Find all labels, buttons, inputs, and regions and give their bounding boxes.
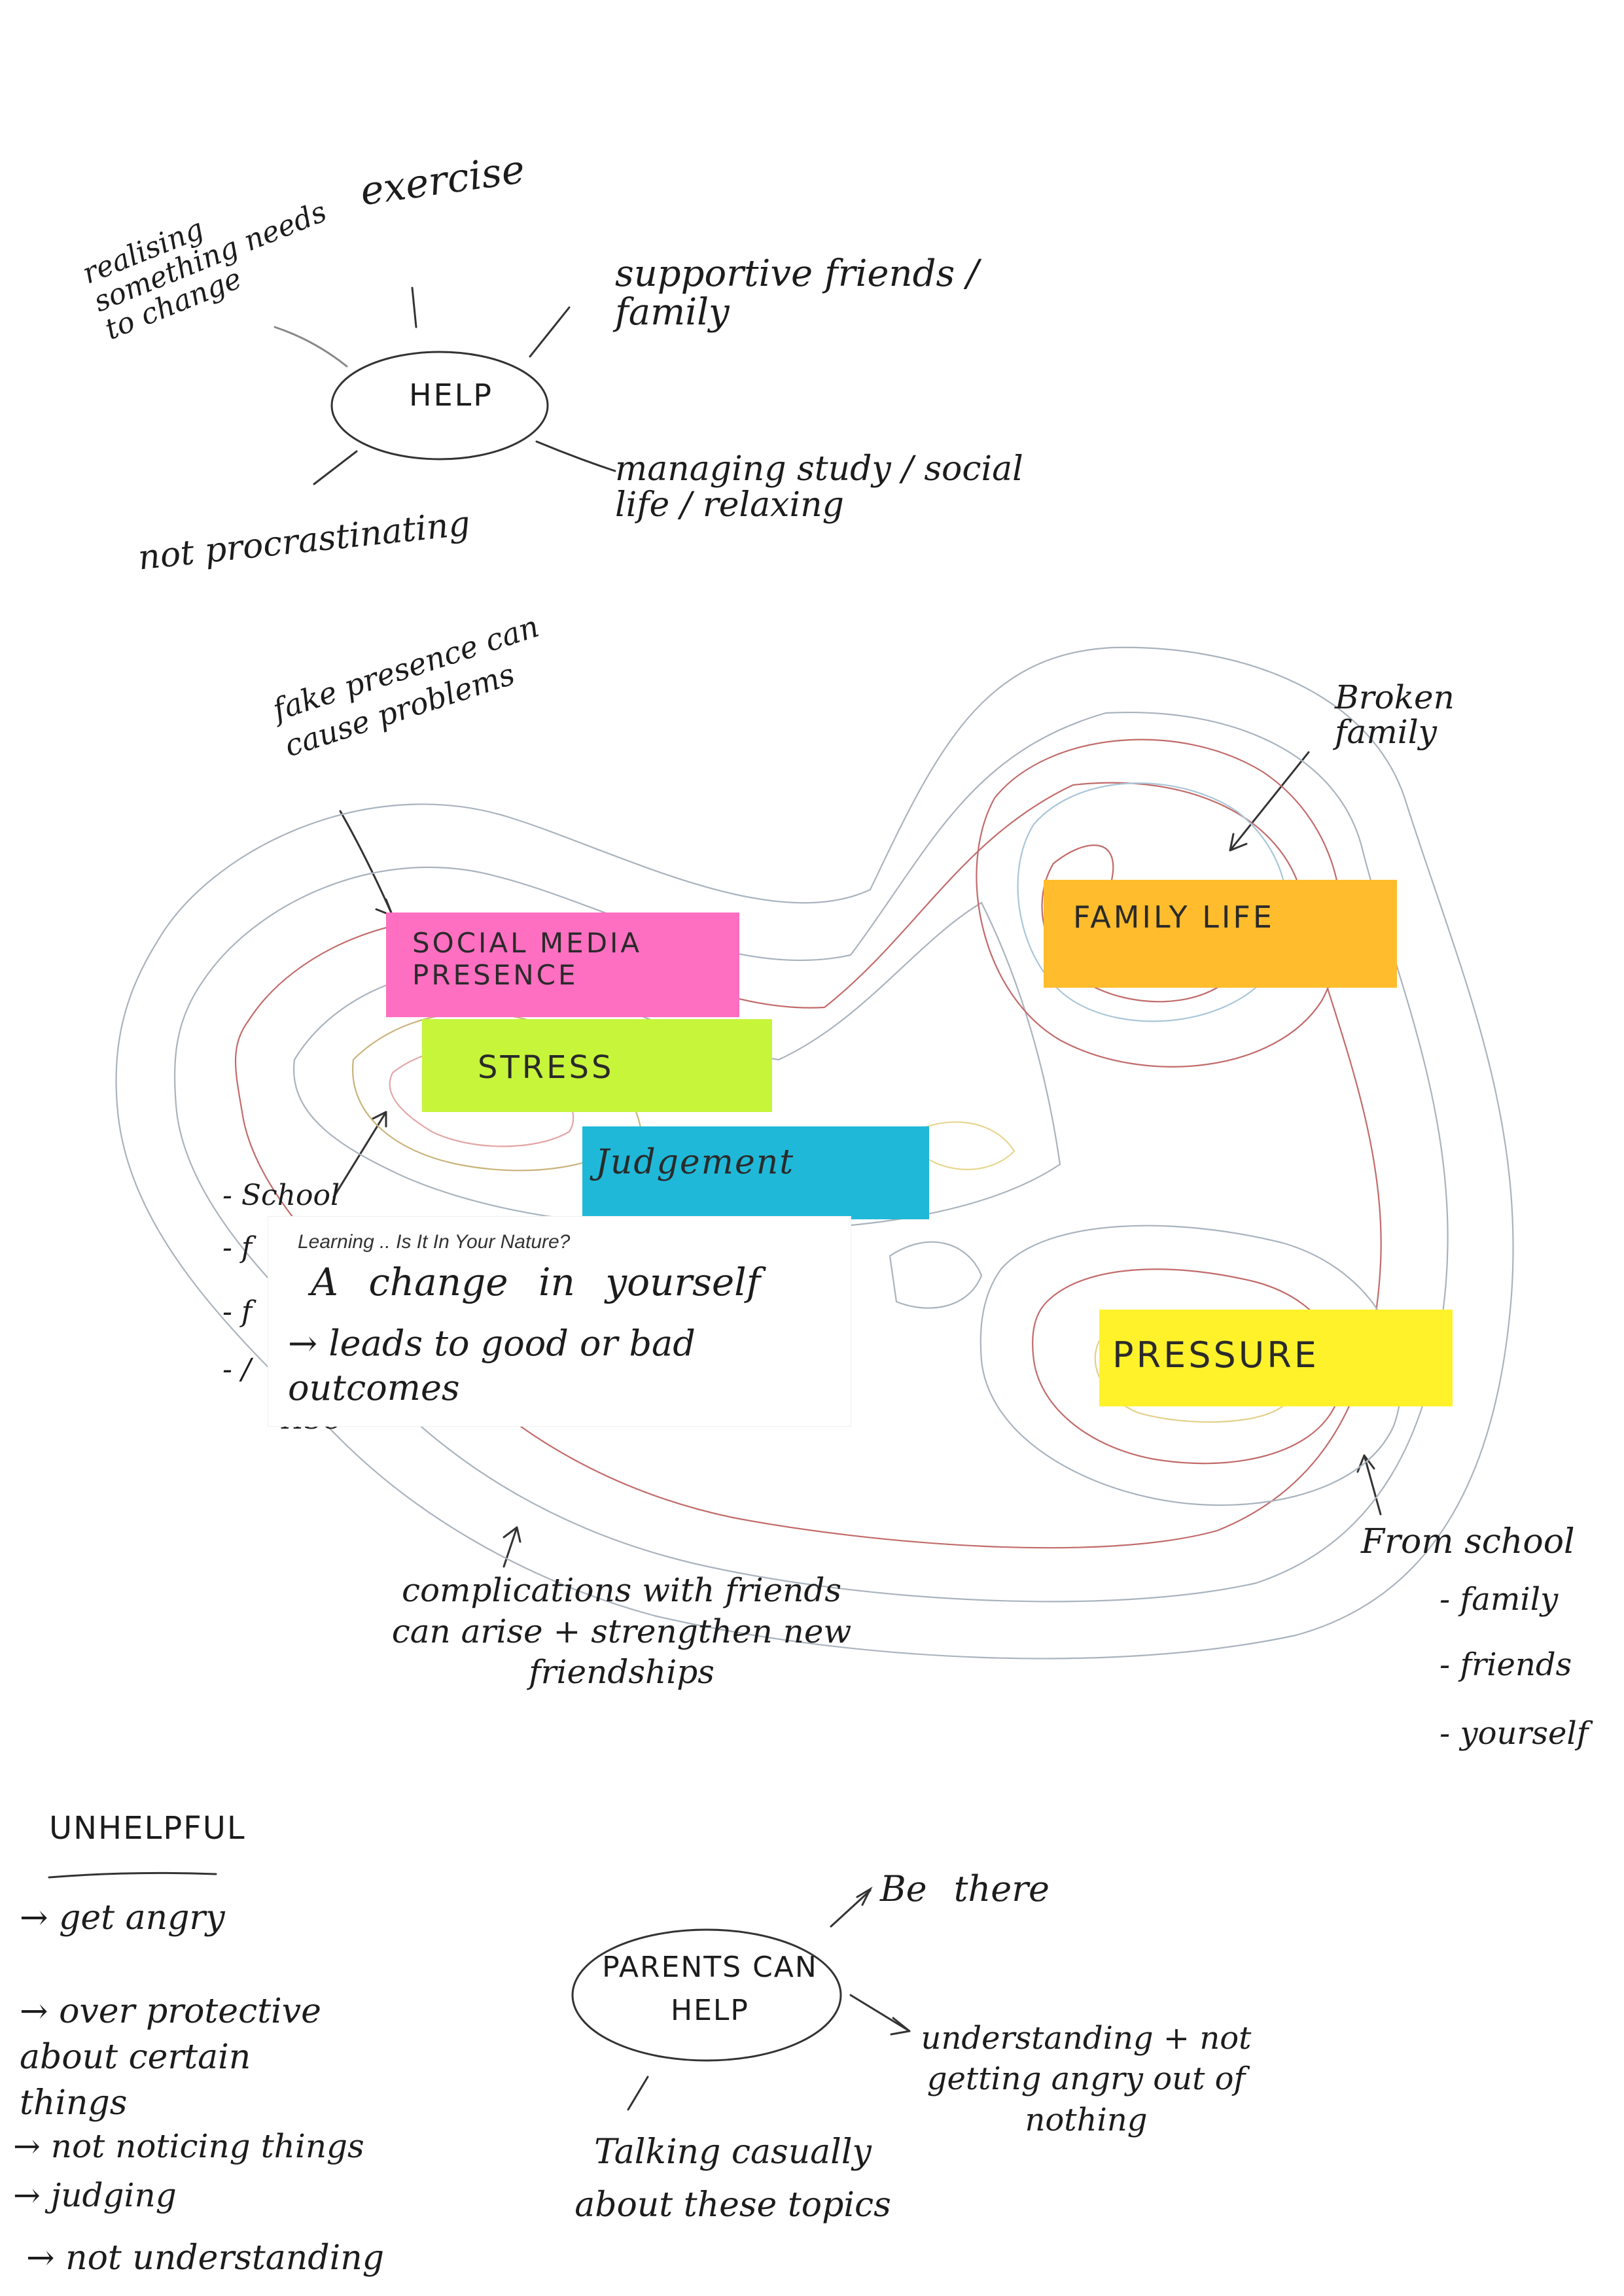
sticky-judgement: Judgement [582, 1126, 929, 1219]
from-school-item: - family [1439, 1581, 1559, 1618]
branch-be-there: Be there [880, 1868, 1050, 1909]
unhelpful-item: → get angry [20, 1898, 225, 1938]
connector-supportive [529, 306, 571, 358]
branch-supportive: supportive friends / family [615, 252, 979, 334]
sticky-family-life: FAMILY LIFE [1044, 880, 1397, 988]
card-subtitle: Learning .. Is It In Your Nature? [298, 1231, 571, 1253]
sticky-social-media-label: SOCIAL MEDIA PRESENCE [412, 927, 643, 991]
connector-talking [627, 2076, 649, 2111]
sticky-pressure-label: PRESSURE [1112, 1334, 1319, 1376]
unhelpful-title: UNHELPFUL [49, 1810, 246, 1847]
connector-exercise [411, 287, 417, 328]
arrow-complications [503, 1526, 518, 1568]
unhelpful-item: → not noticing things [13, 2127, 364, 2165]
sticky-judgement-label: Judgement [595, 1143, 795, 1182]
arrow-broken-family [1229, 751, 1310, 852]
sticky-pressure: PRESSURE [1099, 1310, 1453, 1406]
school-list-item: - f [222, 1295, 253, 1329]
unhelpful-item: → not understanding [26, 2238, 384, 2278]
unhelpful-item: → judging [13, 2176, 177, 2214]
unhelpful-item: → over protective about certain things [20, 1992, 321, 2123]
help-center-label: HELP [409, 377, 494, 413]
help-ellipse [330, 351, 549, 461]
unhelpful-underline [48, 1871, 217, 1879]
branch-talking: Talking casually about these topics [574, 2132, 891, 2225]
annotation-complications: complications with friends can arise + s… [391, 1571, 852, 1691]
branch-understanding: understanding + not getting angry out of… [921, 2020, 1252, 2138]
branch-managing: managing study / social life / relaxing [615, 449, 1023, 525]
nature-card: Learning .. Is It In Your Nature? A chan… [268, 1217, 851, 1426]
sticky-stress-label: STRESS [478, 1049, 614, 1086]
card-line2: → leads to good or bad outcomes [288, 1323, 696, 1408]
connector-managing [535, 440, 616, 472]
arrow-from-school [1363, 1454, 1382, 1516]
connector-understanding [849, 1994, 911, 2032]
sticky-social-media: SOCIAL MEDIA PRESENCE [386, 913, 739, 1017]
from-school-item: From school [1361, 1522, 1575, 1561]
parents-center-label: PARENTS CAN HELP [602, 1951, 818, 2027]
connector-realising [274, 326, 348, 368]
sticky-stress: STRESS [422, 1019, 772, 1112]
annotation-broken-family: Broken family [1335, 678, 1455, 751]
arrow-fake-presence [339, 810, 394, 917]
school-list-item: - / [222, 1353, 251, 1386]
connector-be-there [830, 1889, 872, 1928]
sticky-family-life-label: FAMILY LIFE [1073, 899, 1275, 935]
school-list-item: - School [222, 1179, 340, 1212]
from-school-item: - friends [1439, 1646, 1572, 1683]
connector-procrastinating [313, 450, 358, 485]
from-school-item: - yourself [1439, 1715, 1589, 1752]
parents-ellipse [571, 1928, 842, 2062]
card-line1: A change in yourself [311, 1260, 761, 1304]
school-list-item: - f [222, 1231, 253, 1264]
